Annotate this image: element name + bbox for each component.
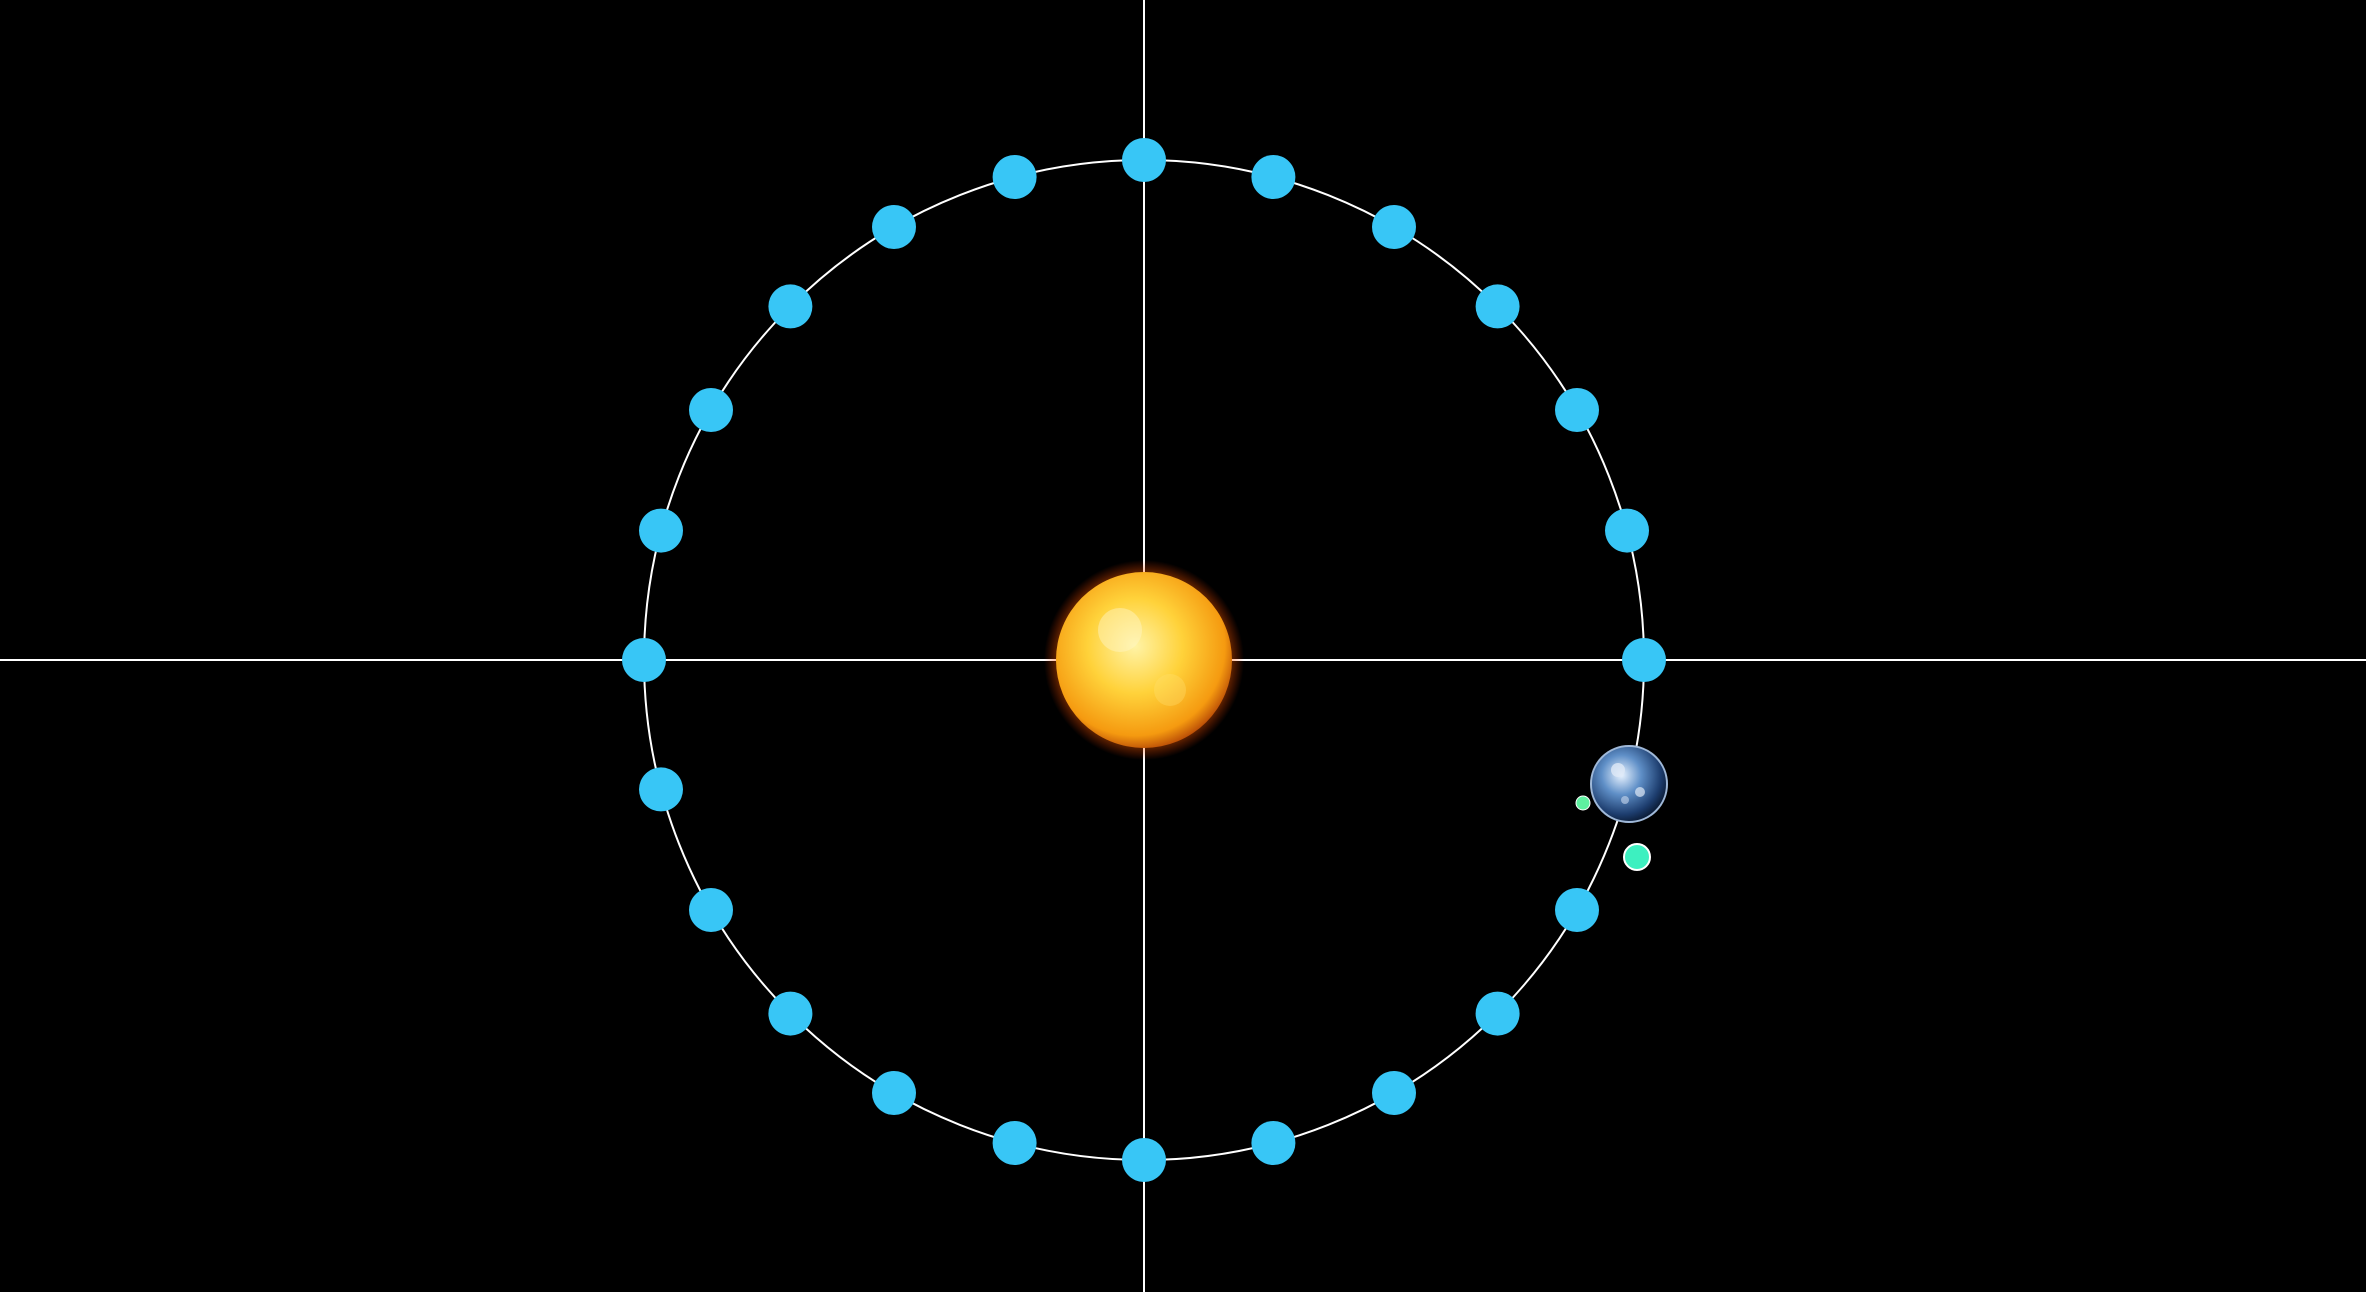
moon-icon [1623, 843, 1651, 871]
orbit-marker [1122, 138, 1166, 182]
orbit-marker [1475, 284, 1520, 329]
orbit-marker [639, 508, 683, 553]
orbit-marker [1251, 1121, 1296, 1165]
small-moon-icon [1575, 795, 1591, 811]
earth-icon [1590, 745, 1668, 823]
orbit-marker [992, 155, 1037, 199]
orbit-marker [872, 1071, 916, 1115]
orbit-marker [1372, 205, 1416, 249]
orbit-marker [1622, 638, 1666, 682]
orbit-marker [872, 205, 916, 249]
orbit-marker [689, 388, 733, 432]
orbit-marker [622, 638, 666, 682]
orbit-marker [1372, 1071, 1416, 1115]
sun-icon [1044, 560, 1244, 760]
orbit-marker [1605, 508, 1649, 553]
orbit-markers [622, 138, 1666, 1182]
orbit-marker [768, 991, 813, 1036]
orbit-marker [1251, 155, 1296, 199]
orbit-marker [639, 767, 683, 812]
orbit-marker [992, 1121, 1037, 1165]
orbit-marker [689, 888, 733, 932]
orbit-marker [1555, 388, 1599, 432]
orbit-marker [768, 284, 813, 329]
orbit-marker [1122, 1138, 1166, 1182]
orbit-marker [1475, 991, 1520, 1036]
orbit-marker [1555, 888, 1599, 932]
